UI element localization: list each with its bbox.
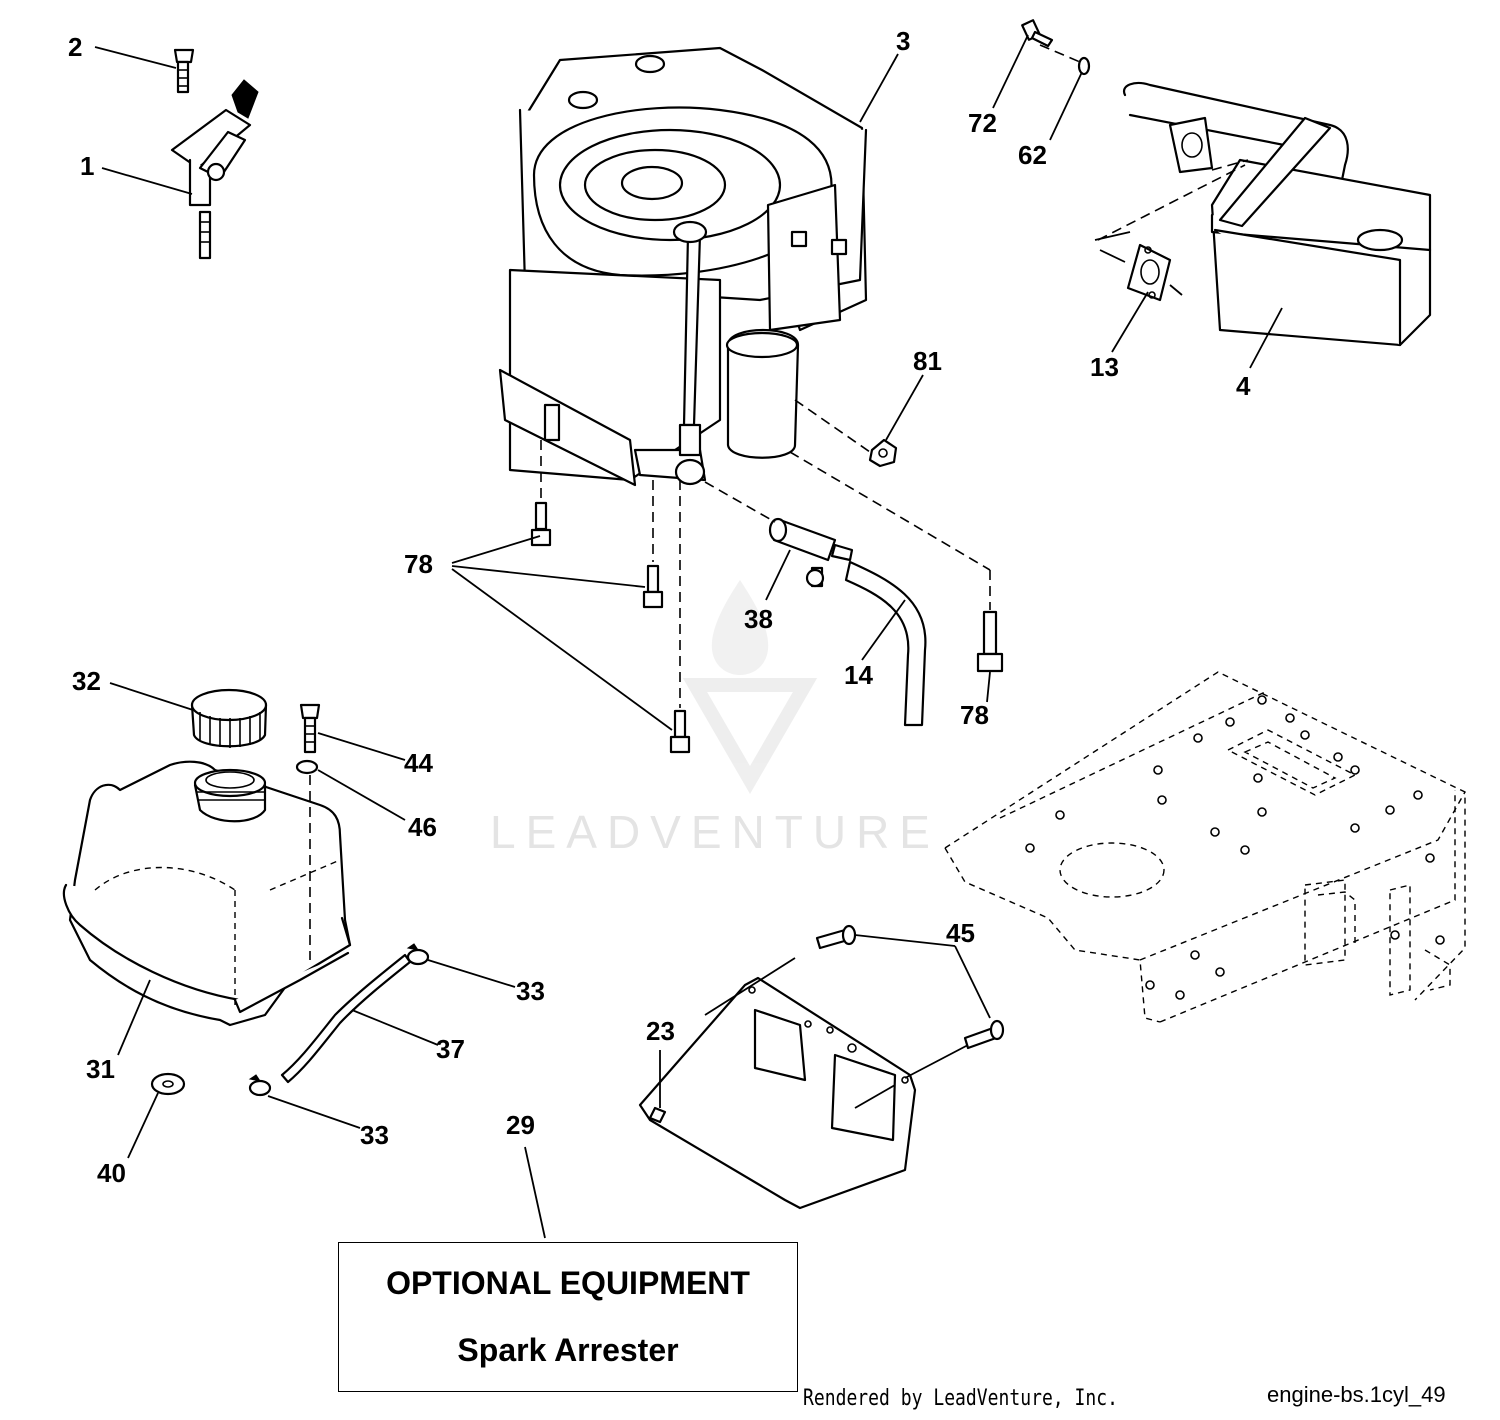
callout-32: 32: [72, 666, 101, 696]
callout-1: 1: [80, 151, 94, 181]
callout-37: 37: [436, 1034, 465, 1064]
gasket-part-13: [1094, 231, 1183, 302]
washer-part-46: [295, 759, 319, 960]
grommet-part-40: [150, 1072, 186, 1096]
bolt-part-78-a: [530, 501, 552, 547]
callout-81: 81: [913, 346, 942, 376]
optional-equipment-box: OPTIONAL EQUIPMENT Spark Arrester: [338, 1242, 798, 1392]
callout-40: 40: [97, 1158, 126, 1188]
callout-23: 23: [646, 1016, 675, 1046]
fuel-cap-part: [190, 688, 268, 748]
screw-part-45-a: [815, 924, 857, 950]
callout-2: 2: [68, 32, 82, 62]
callout-62: 62: [1018, 140, 1047, 170]
callout-78-left: 78: [404, 549, 433, 579]
washer-part-62: [1077, 56, 1091, 76]
hose-clamp-part-a: [406, 943, 430, 966]
bolt-part-78-b: [642, 564, 664, 609]
callout-45: 45: [946, 918, 975, 948]
callout-78-right: 78: [960, 700, 989, 730]
spark-arrester-label: Spark Arrester: [457, 1332, 679, 1368]
diagram-code: engine-bs.1cyl_49: [1267, 1382, 1446, 1407]
bolt-part-78-d: [976, 610, 1004, 673]
callout-33-top: 33: [516, 976, 545, 1006]
drain-hose-part: [844, 560, 927, 727]
engine-part: [498, 46, 868, 487]
throttle-control-part: [170, 79, 259, 260]
fuel-line-part: [280, 953, 412, 1084]
leader-lines: [94, 34, 1283, 1239]
callout-14: 14: [844, 660, 873, 690]
hose-clamp-part-b: [248, 1074, 272, 1097]
callout-3: 3: [896, 26, 910, 56]
callout-13: 13: [1090, 352, 1119, 382]
screw-part-2: [173, 48, 195, 94]
optional-equipment-title: OPTIONAL EQUIPMENT: [386, 1265, 750, 1301]
fuel-tank-part: [62, 760, 352, 1027]
render-credit: Rendered by LeadVenture, Inc.: [803, 1386, 1118, 1411]
callout-44: 44: [404, 748, 433, 778]
callout-33-bottom: 33: [360, 1120, 389, 1150]
screw-part-45-b: [963, 1019, 1005, 1050]
heat-shield-part: [638, 976, 917, 1210]
watermark-text: LEADVENTURE: [490, 806, 940, 858]
callout-31: 31: [86, 1054, 115, 1084]
watermark-logo: [682, 580, 818, 794]
frame-part: [944, 671, 1466, 1023]
nut-part-81: [868, 438, 898, 468]
callout-46: 46: [408, 812, 437, 842]
bolt-part-78-c: [669, 709, 691, 754]
callout-4: 4: [1236, 371, 1251, 401]
callout-29: 29: [506, 1110, 535, 1140]
callout-72: 72: [968, 108, 997, 138]
screw-part-44: [299, 703, 321, 754]
muffler-part: [1122, 81, 1432, 347]
assembly-lines: [540, 44, 1249, 708]
drain-valve-part: [768, 517, 854, 588]
callout-38: 38: [744, 604, 773, 634]
bolt-part-72: [1021, 19, 1054, 48]
callouts: 2 1 3 72 62 13 4 81 78 38 14 78 32 44 46…: [68, 26, 1251, 1188]
